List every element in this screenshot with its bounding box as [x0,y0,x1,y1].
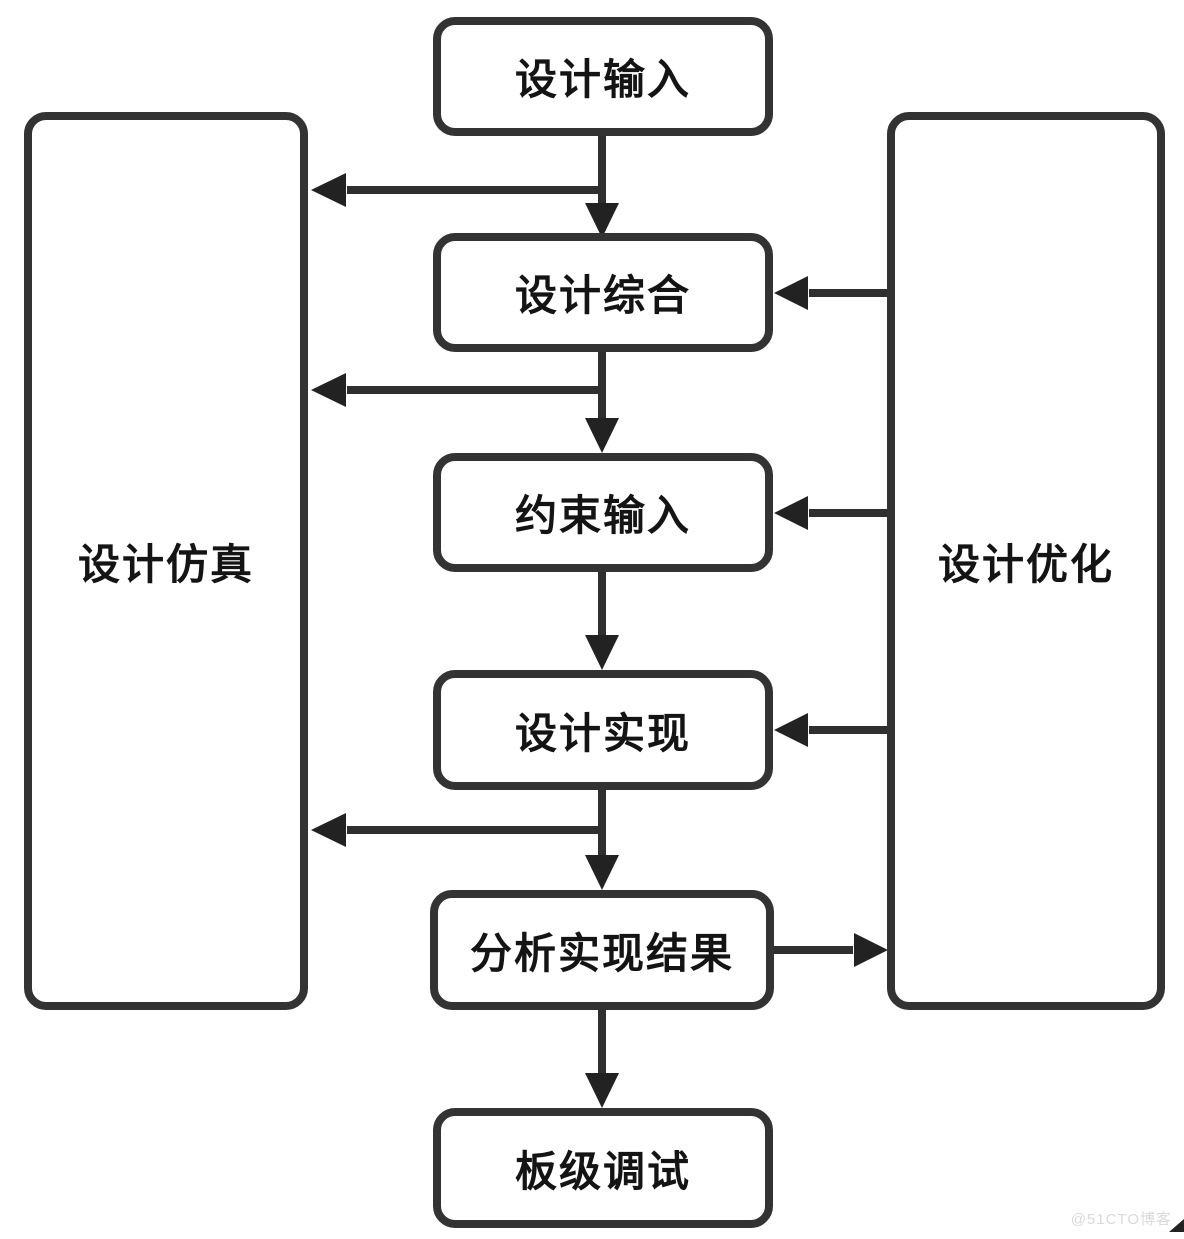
node-design-synthesis: 设计综合 [433,233,773,352]
corner-triangle-icon [1169,1219,1184,1232]
node-design-implementation-label: 设计实现 [514,709,691,757]
node-analyze-results-label: 分析实现结果 [469,929,734,977]
node-board-debug-label: 板级调试 [514,1147,691,1195]
edge-design-synthesis-to-constraint-input [585,352,619,453]
edge-constraint-input-to-design-implementation [585,572,619,670]
edge-analyze-results-to-design-optimization [774,933,888,967]
edge-design-implementation-to-design-simulation [311,813,602,847]
edge-analyze-results-to-board-debug [585,1010,619,1108]
node-design-synthesis-label: 设计综合 [514,272,691,319]
node-design-optimization-label: 设计优化 [937,540,1114,588]
node-constraint-input-label: 约束输入 [514,492,691,539]
edge-design-optimization-to-design-synthesis [774,276,887,310]
node-design-optimization: 设计优化 [887,112,1165,1010]
edge-design-input-to-design-simulation [311,173,602,207]
node-design-simulation: 设计仿真 [24,112,308,1010]
edge-design-optimization-to-constraint-input [774,496,887,530]
node-design-input-label: 设计输入 [514,56,691,103]
node-constraint-input: 约束输入 [433,453,773,572]
edge-design-synthesis-to-design-simulation [311,373,602,407]
edge-design-implementation-to-analyze-results [585,790,619,890]
edge-design-optimization-to-design-implementation [774,713,887,747]
node-design-input: 设计输入 [433,17,773,136]
node-board-debug: 板级调试 [433,1108,773,1228]
node-design-simulation-label: 设计仿真 [77,540,254,588]
watermark-text: @51CTO博客 [1070,1211,1172,1228]
node-analyze-results: 分析实现结果 [430,890,774,1010]
node-design-implementation: 设计实现 [433,670,773,790]
